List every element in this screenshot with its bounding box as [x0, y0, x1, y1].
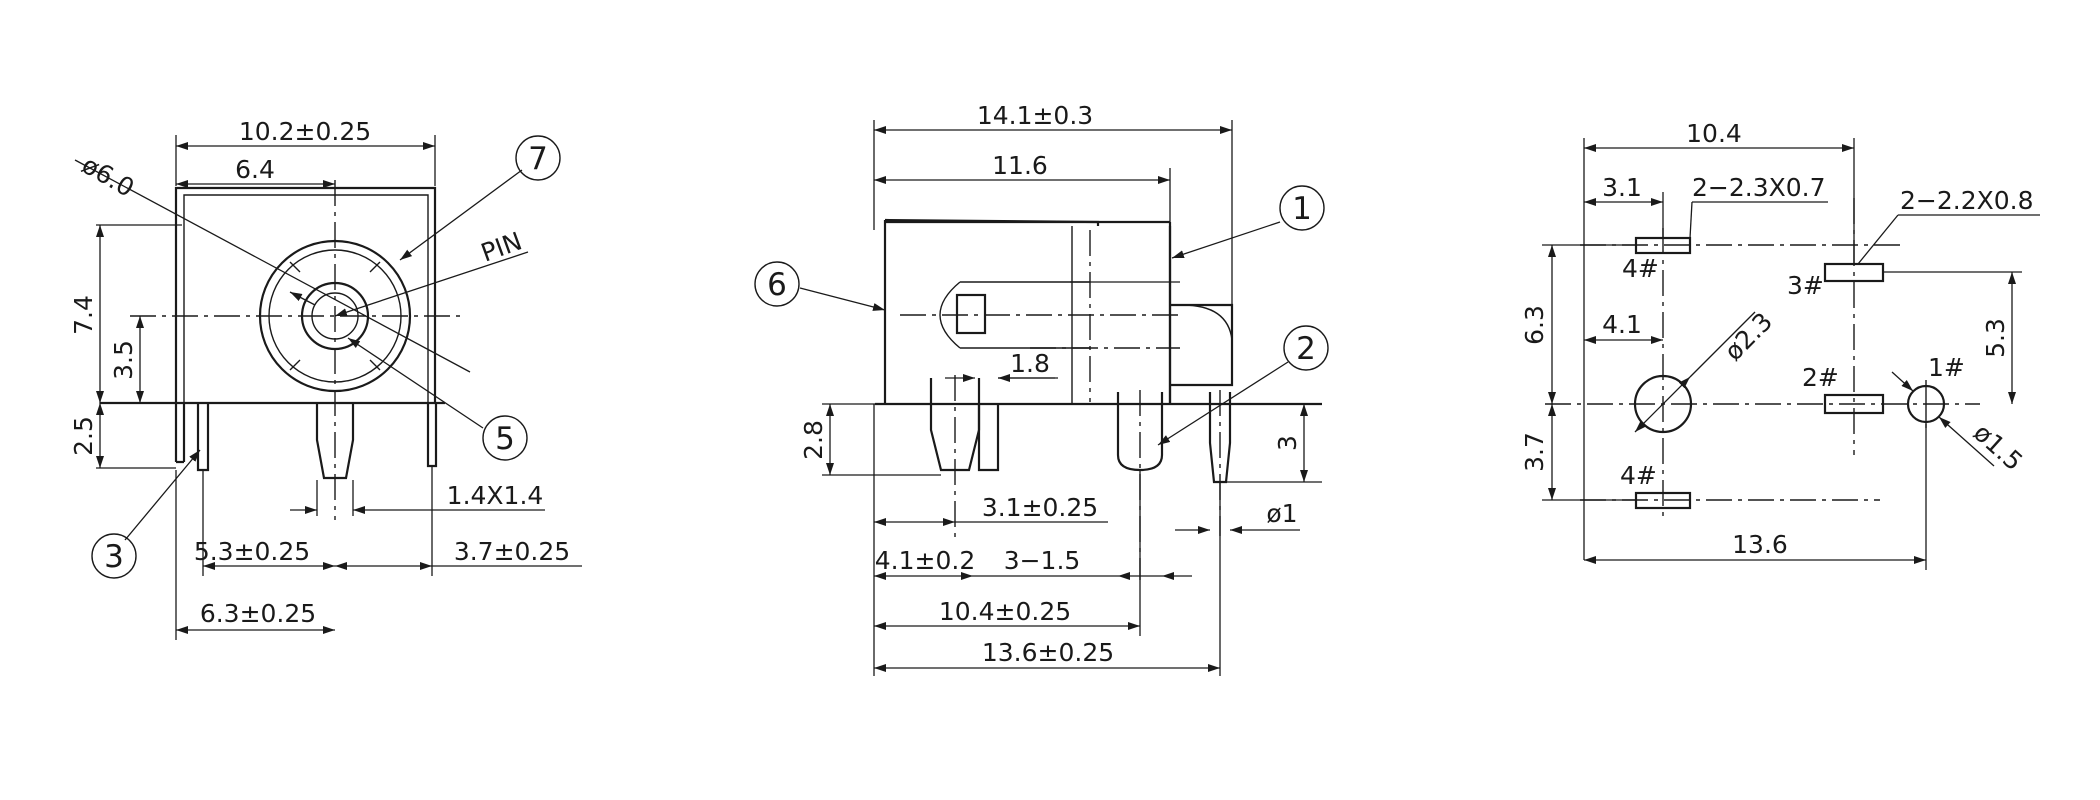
callout-2	[1283, 325, 1329, 371]
callout-6	[754, 261, 800, 307]
dim-pin-diameter: ø1	[1266, 499, 1297, 528]
dim-first-pin-offset: 4.1±0.2	[875, 546, 975, 575]
svg-text:2: 2	[1296, 331, 1316, 367]
callout-3	[91, 533, 137, 579]
callout-7	[515, 135, 561, 181]
dim-footprint-width: 10.4	[1686, 119, 1742, 148]
dim-left-pin-to-center: 5.3±0.25	[194, 537, 310, 566]
dim-lead-offset: 3.1±0.25	[982, 493, 1098, 522]
dim-side-lead-length: 2.8	[799, 420, 828, 460]
dim-center-to-right: 3.7±0.25	[454, 537, 570, 566]
callout-1	[1279, 185, 1325, 231]
dim-lower-height: 3.7	[1520, 432, 1549, 472]
dim-pin-span: 13.6	[1732, 530, 1788, 559]
dim-front-height: 7.4	[69, 295, 98, 335]
label-pad-1: 1#	[1928, 353, 1965, 382]
pad-2	[1823, 393, 1885, 415]
dim-pin-spec: 3−1.5	[1004, 546, 1081, 575]
footprint-view: 4# 3# 2# 1# 4# 10.4 3.1 2−2.3X0.7 2−2.2X…	[1520, 119, 2040, 570]
dim-right-height: 5.3	[1981, 318, 2010, 358]
dim-total-pin-span: 13.6±0.25	[982, 638, 1114, 667]
svg-text:6: 6	[767, 267, 787, 303]
dim-front-lead-length: 2.5	[69, 416, 98, 456]
dim-body-length: 11.6	[992, 151, 1048, 180]
dim-front-width: 10.2±0.25	[239, 117, 371, 146]
front-body-outline	[174, 186, 437, 403]
dim-body-left-to-center: 6.3±0.25	[200, 599, 316, 628]
dim-side-length: 14.1±0.3	[977, 101, 1093, 130]
side-window	[955, 293, 987, 335]
dim-pin1-diameter: ø1.5	[1968, 418, 2028, 476]
label-pad-2: 2#	[1802, 363, 1839, 392]
dim-hole-diameter: ø2.3	[1719, 307, 1778, 366]
front-left-pin	[174, 403, 186, 464]
dim-socket-diameter: ø6.0	[77, 150, 139, 203]
dim-front-center-offset: 6.4	[235, 155, 275, 184]
dim-slot-width: 1.8	[1010, 349, 1050, 378]
label-pad-3: 3#	[1787, 271, 1824, 300]
label-pad-4-top: 4#	[1622, 254, 1659, 283]
dim-pin-section: 1.4X1.4	[447, 481, 544, 510]
dim-slot-pads-b: 2−2.2X0.8	[1900, 186, 2034, 215]
dim-upper-height: 6.3	[1520, 305, 1549, 345]
dim-slot-pads-a: 2−2.3X0.7	[1692, 173, 1826, 202]
svg-text:7: 7	[528, 141, 548, 177]
dim-center-height: 3.5	[109, 340, 138, 380]
side-view: 14.1±0.3 11.6 1.8 2.8 3.1±0.25 4.1±0.2 3…	[754, 101, 1329, 676]
dim-right-lead-length: 3	[1273, 435, 1302, 451]
front-view: 10.2±0.25 6.4 ø6.0 PIN 7.4 3.5 2.5 1.4X1…	[69, 117, 582, 640]
label-pad-4-bottom: 4#	[1620, 461, 1657, 490]
label-pin: PIN	[477, 226, 526, 267]
dim-pad-offset: 3.1	[1602, 173, 1642, 202]
callout-5	[482, 415, 528, 461]
svg-text:5: 5	[495, 421, 515, 457]
svg-text:3: 3	[104, 539, 124, 575]
dim-hole-offset: 4.1	[1602, 310, 1642, 339]
svg-text:1: 1	[1292, 191, 1312, 227]
dim-pin-spacing: 10.4±0.25	[939, 597, 1071, 626]
